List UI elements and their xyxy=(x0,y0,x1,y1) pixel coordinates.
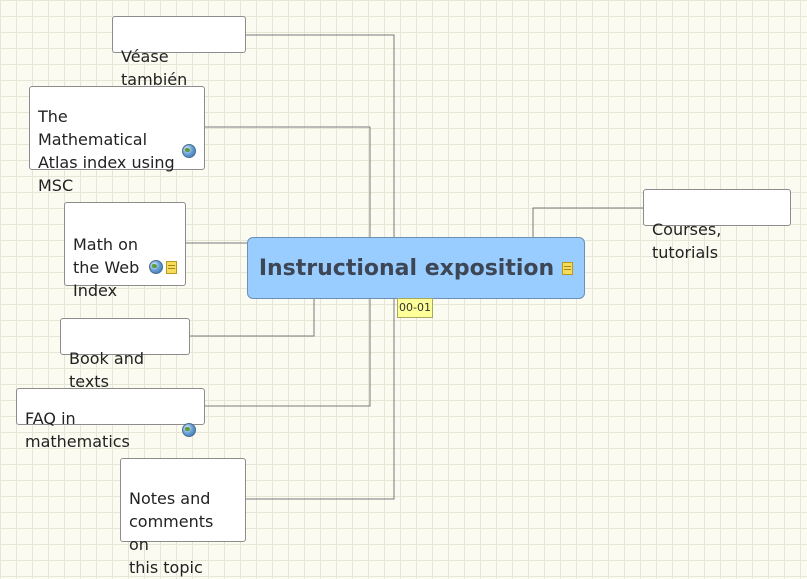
connector-lines xyxy=(186,34,643,500)
note-icon[interactable] xyxy=(562,261,574,275)
topic-notes-and-comments[interactable]: Notes and comments on this topic xyxy=(120,458,246,577)
topic-label: Courses, tutorials xyxy=(652,220,722,262)
globe-icon[interactable] xyxy=(182,144,196,158)
topic-faq-in-mathematics[interactable]: FAQ in mathematics xyxy=(16,388,205,451)
topic-label: Book and texts xyxy=(69,349,145,391)
topic-label: Véase también xyxy=(121,47,188,89)
topic-math-on-the-web[interactable]: Math on the Web Index xyxy=(64,202,186,300)
topic-courses-tutorials[interactable]: Courses, tutorials xyxy=(643,189,791,262)
topic-label: Math on the Web Index xyxy=(73,234,140,300)
central-topic[interactable]: Instructional exposition xyxy=(247,237,585,299)
topic-tag: 00-01 xyxy=(397,298,433,318)
topic-label: Notes and comments on this topic xyxy=(129,489,214,577)
topic-label: FAQ in mathematics xyxy=(25,408,130,451)
globe-icon[interactable] xyxy=(149,260,163,274)
topic-book-and-texts[interactable]: Book and texts xyxy=(60,318,190,391)
note-icon[interactable] xyxy=(166,260,177,274)
topic-vease-tambien[interactable]: Véase también xyxy=(112,16,246,89)
topic-label: The Mathematical Atlas index using MSC xyxy=(38,107,175,195)
globe-icon[interactable] xyxy=(182,422,196,437)
topic-mathematical-atlas[interactable]: The Mathematical Atlas index using MSC xyxy=(29,86,205,195)
central-topic-title: Instructional exposition xyxy=(258,255,555,281)
